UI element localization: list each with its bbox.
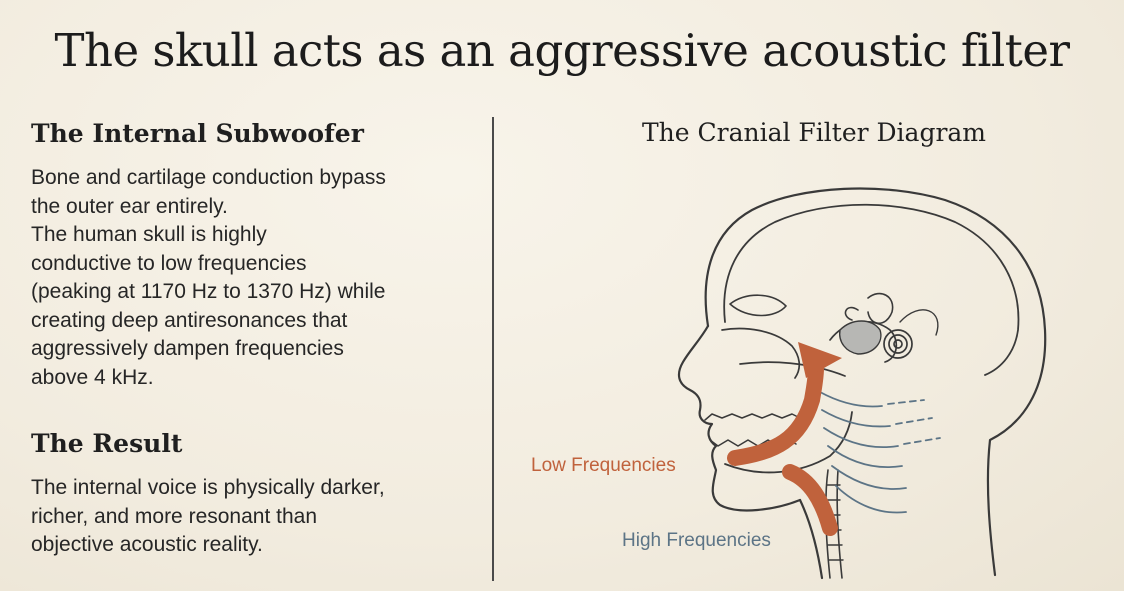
cochlea-icon bbox=[883, 329, 913, 359]
page-title: The skull acts as an aggressive acoustic… bbox=[54, 24, 1070, 77]
diagram-title: The Cranial Filter Diagram bbox=[641, 118, 987, 147]
text-column: The Internal Subwoofer Bone and cartilag… bbox=[31, 118, 471, 560]
body-line: objective acoustic reality. bbox=[31, 533, 263, 556]
body-line: conductive to low frequencies bbox=[31, 251, 307, 275]
body-line: creating deep antiresonances that bbox=[31, 308, 348, 332]
cheekbone bbox=[739, 361, 846, 377]
body-line: richer, and more resonant than bbox=[31, 504, 318, 528]
low-frequency-arrow bbox=[727, 342, 842, 536]
face-profile bbox=[677, 324, 802, 512]
cranial-filter-diagram bbox=[677, 187, 1047, 580]
section-heading-internal-subwoofer: The Internal Subwoofer bbox=[31, 119, 364, 148]
nasal-bone bbox=[721, 327, 801, 379]
middle-ear-region bbox=[839, 320, 882, 355]
body-line: above 4 kHz. bbox=[31, 365, 154, 389]
body-line: The human skull is highly bbox=[31, 223, 267, 246]
section-body-internal-subwoofer: Bone and cartilage conduction bypass the… bbox=[31, 164, 471, 392]
upper-teeth bbox=[704, 413, 801, 421]
low-frequencies-label: Low Frequencies bbox=[531, 455, 676, 476]
body-line: Bone and cartilage conduction bypass bbox=[31, 166, 386, 189]
high-frequency-waves bbox=[819, 391, 941, 514]
section-heading-result: The Result bbox=[31, 429, 183, 458]
head-outline bbox=[704, 187, 1047, 577]
skull-inner bbox=[723, 203, 1020, 376]
high-frequencies-label: High Frequencies bbox=[622, 530, 771, 551]
body-line: (peaking at 1170 Hz to 1370 Hz) while bbox=[31, 280, 386, 303]
jaw-outline bbox=[724, 411, 853, 474]
section-body-result: The internal voice is physically darker,… bbox=[31, 474, 471, 560]
throat-outline bbox=[798, 498, 824, 580]
body-line: the outer ear entirely. bbox=[31, 194, 228, 218]
body-line: The internal voice is physically darker, bbox=[31, 476, 385, 499]
body-line: aggressively dampen frequencies bbox=[31, 337, 344, 360]
eye-socket bbox=[729, 294, 787, 317]
column-divider bbox=[492, 117, 494, 581]
